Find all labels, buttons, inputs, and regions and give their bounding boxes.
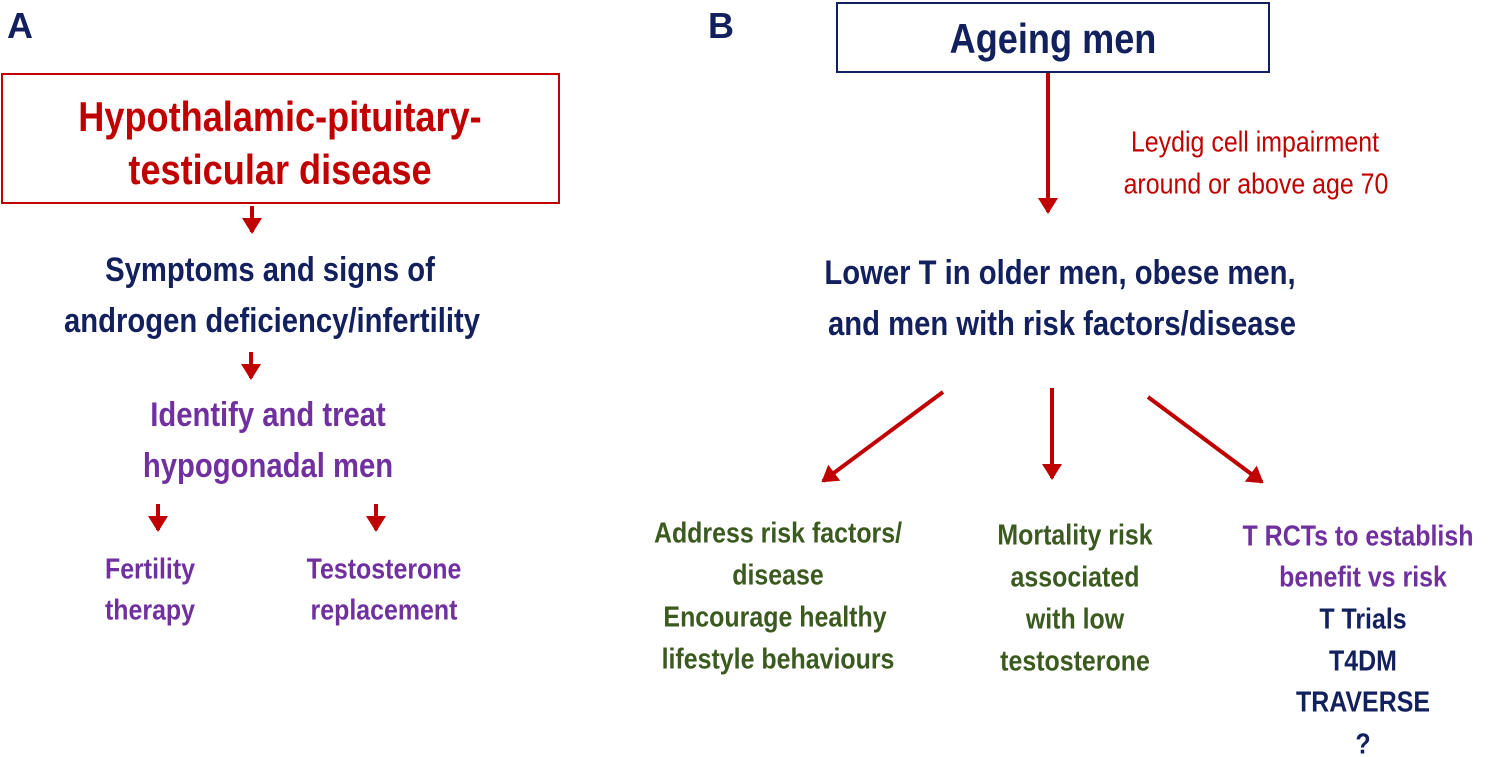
address-line-3: Encourage healthy: [663, 601, 887, 634]
leydig-line-1: Leydig cell impairment: [1130, 126, 1380, 159]
rct-line-2: benefit vs risk: [1279, 561, 1447, 594]
trial-t-trials: T Trials: [1319, 603, 1407, 636]
arrow-b-right: [1146, 395, 1264, 484]
lower-t-line-2: and men with risk factors/disease: [827, 305, 1297, 343]
mortality-line-4: testosterone: [1000, 645, 1150, 678]
rct-line-1: T RCTs to establish: [1242, 520, 1474, 553]
mortality-line-1: Mortality risk: [997, 519, 1153, 552]
ageing-men-title: Ageing men: [949, 15, 1157, 62]
mortality-line-2: associated: [1010, 561, 1140, 594]
arrow-b-left: [821, 390, 945, 483]
address-line-1: Address risk factors/: [653, 517, 903, 550]
fertility-line-1: Fertility: [104, 553, 196, 586]
symptoms-line-2: androgen deficiency/infertility: [64, 302, 480, 340]
hpt-disease-box: [1, 73, 560, 204]
ageing-men-box: [836, 2, 1270, 73]
trial-unknown: ?: [1355, 728, 1371, 757]
symptoms-line-1: Symptoms and signs of: [105, 251, 435, 289]
panel-a-label: A: [7, 5, 33, 46]
address-line-2: disease: [732, 559, 824, 592]
mortality-line-3: with low: [1025, 603, 1125, 636]
lower-t-line-1: Lower T in older men, obese men,: [824, 254, 1296, 292]
identify-line-2: hypogonadal men: [142, 447, 394, 485]
testosterone-line-2: replacement: [310, 594, 458, 627]
leydig-line-2: around or above age 70: [1123, 168, 1389, 201]
fertility-line-2: therapy: [104, 594, 196, 627]
address-line-4: lifestyle behaviours: [661, 643, 895, 676]
hpt-line-2: testicular disease: [128, 146, 432, 193]
hpt-line-1: Hypothalamic-pituitary-: [78, 93, 482, 140]
trial-t4dm: T4DM: [1329, 645, 1397, 678]
panel-b-label: B: [708, 5, 734, 46]
identify-line-1: Identify and treat: [150, 396, 386, 434]
testosterone-line-1: Testosterone: [306, 553, 462, 586]
trial-traverse: TRAVERSE: [1296, 686, 1430, 719]
